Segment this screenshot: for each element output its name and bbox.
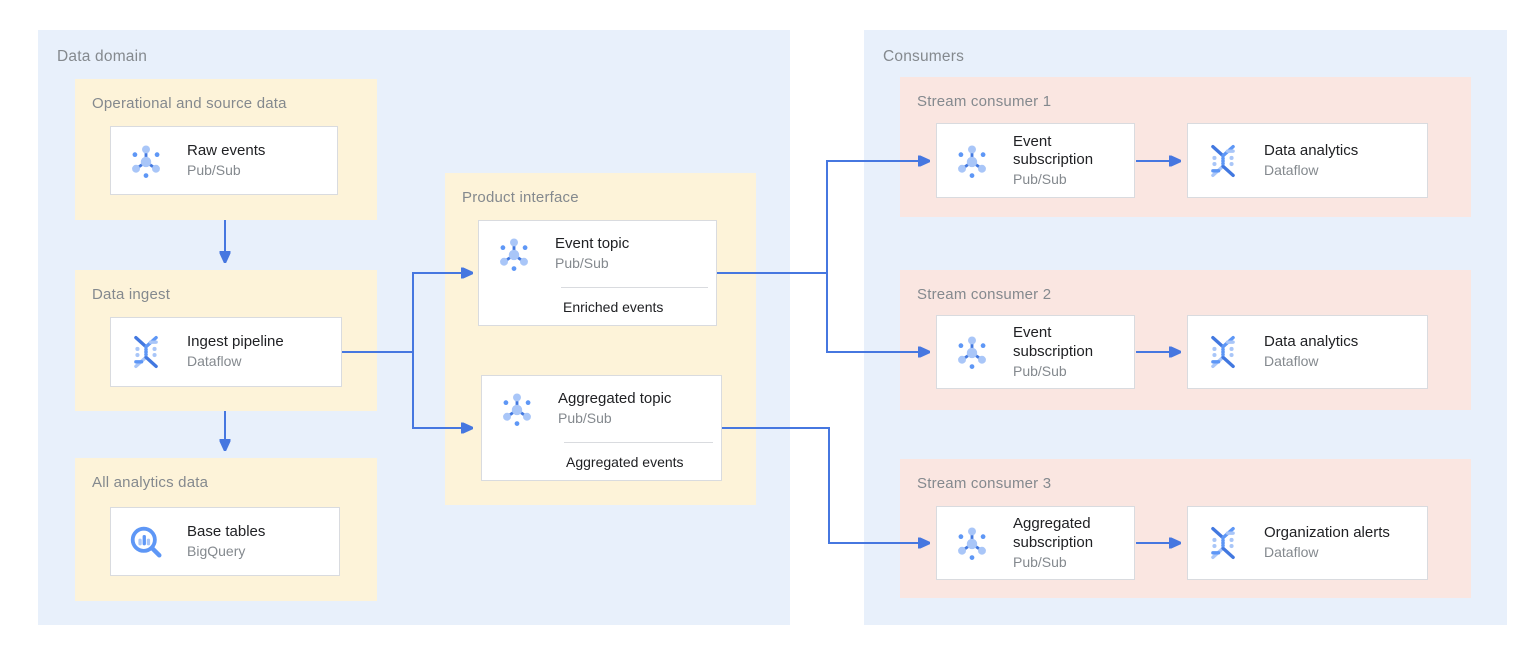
dataflow-icon — [1204, 524, 1242, 562]
card-product: BigQuery — [187, 542, 246, 559]
pubsub-icon — [498, 390, 536, 428]
pubsub-icon — [495, 235, 533, 273]
card-product: Dataflow — [187, 353, 242, 370]
pubsub-icon — [953, 142, 991, 180]
pubsub-icon — [953, 333, 991, 371]
card-title: Event subscription — [1013, 324, 1094, 360]
card-divider — [564, 442, 713, 443]
card-title: Event subscription — [1013, 132, 1094, 169]
group-label: All analytics data — [92, 474, 209, 491]
card-product: Pub/Sub — [187, 161, 241, 178]
card-divider — [561, 287, 708, 288]
card-organization-alerts: Organization alerts Dataflow — [1187, 506, 1428, 580]
card-product: Pub/Sub — [1013, 362, 1067, 379]
dataflow-icon — [1204, 333, 1242, 371]
card-title: Aggregated subscription — [1013, 515, 1094, 551]
card-ingest-pipeline: Ingest pipeline Dataflow — [110, 317, 342, 387]
group-label: Operational and source data — [92, 95, 287, 112]
card-raw-events: Raw events Pub/Sub — [110, 126, 338, 195]
pubsub-icon — [127, 142, 165, 180]
pubsub-icon — [953, 524, 991, 562]
dataflow-icon — [1204, 142, 1242, 180]
card-event-topic: Event topic Pub/Sub Enriched events — [478, 220, 717, 326]
data-domain-label: Data domain — [57, 48, 148, 65]
group-label: Stream consumer 2 — [917, 286, 1052, 303]
group-label: Data ingest — [92, 286, 171, 303]
card-title: Base tables — [187, 522, 266, 540]
card-base-tables: Base tables BigQuery — [110, 507, 340, 576]
card-event-subscription-2: Event subscription Pub/Sub — [936, 315, 1135, 389]
card-title: Data analytics — [1264, 333, 1359, 351]
card-product: Pub/Sub — [1013, 171, 1067, 187]
card-product: Dataflow — [1264, 353, 1319, 370]
card-data-analytics-1: Data analytics Dataflow — [1187, 123, 1428, 198]
card-note: Aggregated events — [566, 453, 684, 470]
card-title: Event topic — [555, 235, 630, 253]
consumers-label: Consumers — [883, 48, 965, 65]
card-event-subscription-1: Event subscription Pub/Sub — [936, 123, 1135, 198]
card-product: Pub/Sub — [555, 255, 609, 272]
group-label: Stream consumer 1 — [917, 93, 1052, 110]
card-product: Dataflow — [1264, 161, 1319, 178]
group-label: Stream consumer 3 — [917, 475, 1052, 492]
group-label: Product interface — [462, 189, 579, 206]
card-aggregated-subscription: Aggregated subscription Pub/Sub — [936, 506, 1135, 580]
card-product: Dataflow — [1264, 544, 1319, 561]
card-product: Pub/Sub — [1013, 553, 1067, 570]
card-title: Data analytics — [1264, 141, 1359, 159]
card-title: Aggregated topic — [558, 390, 672, 408]
card-note: Enriched events — [563, 298, 664, 315]
card-title: Raw events — [187, 141, 266, 159]
dataflow-icon — [127, 333, 165, 371]
card-data-analytics-2: Data analytics Dataflow — [1187, 315, 1428, 389]
card-title: Ingest pipeline — [187, 333, 284, 351]
card-title: Organization alerts — [1264, 524, 1390, 542]
card-aggregated-topic: Aggregated topic Pub/Sub Aggregated even… — [481, 375, 722, 481]
bigquery-icon — [127, 523, 165, 561]
card-product: Pub/Sub — [558, 410, 612, 427]
